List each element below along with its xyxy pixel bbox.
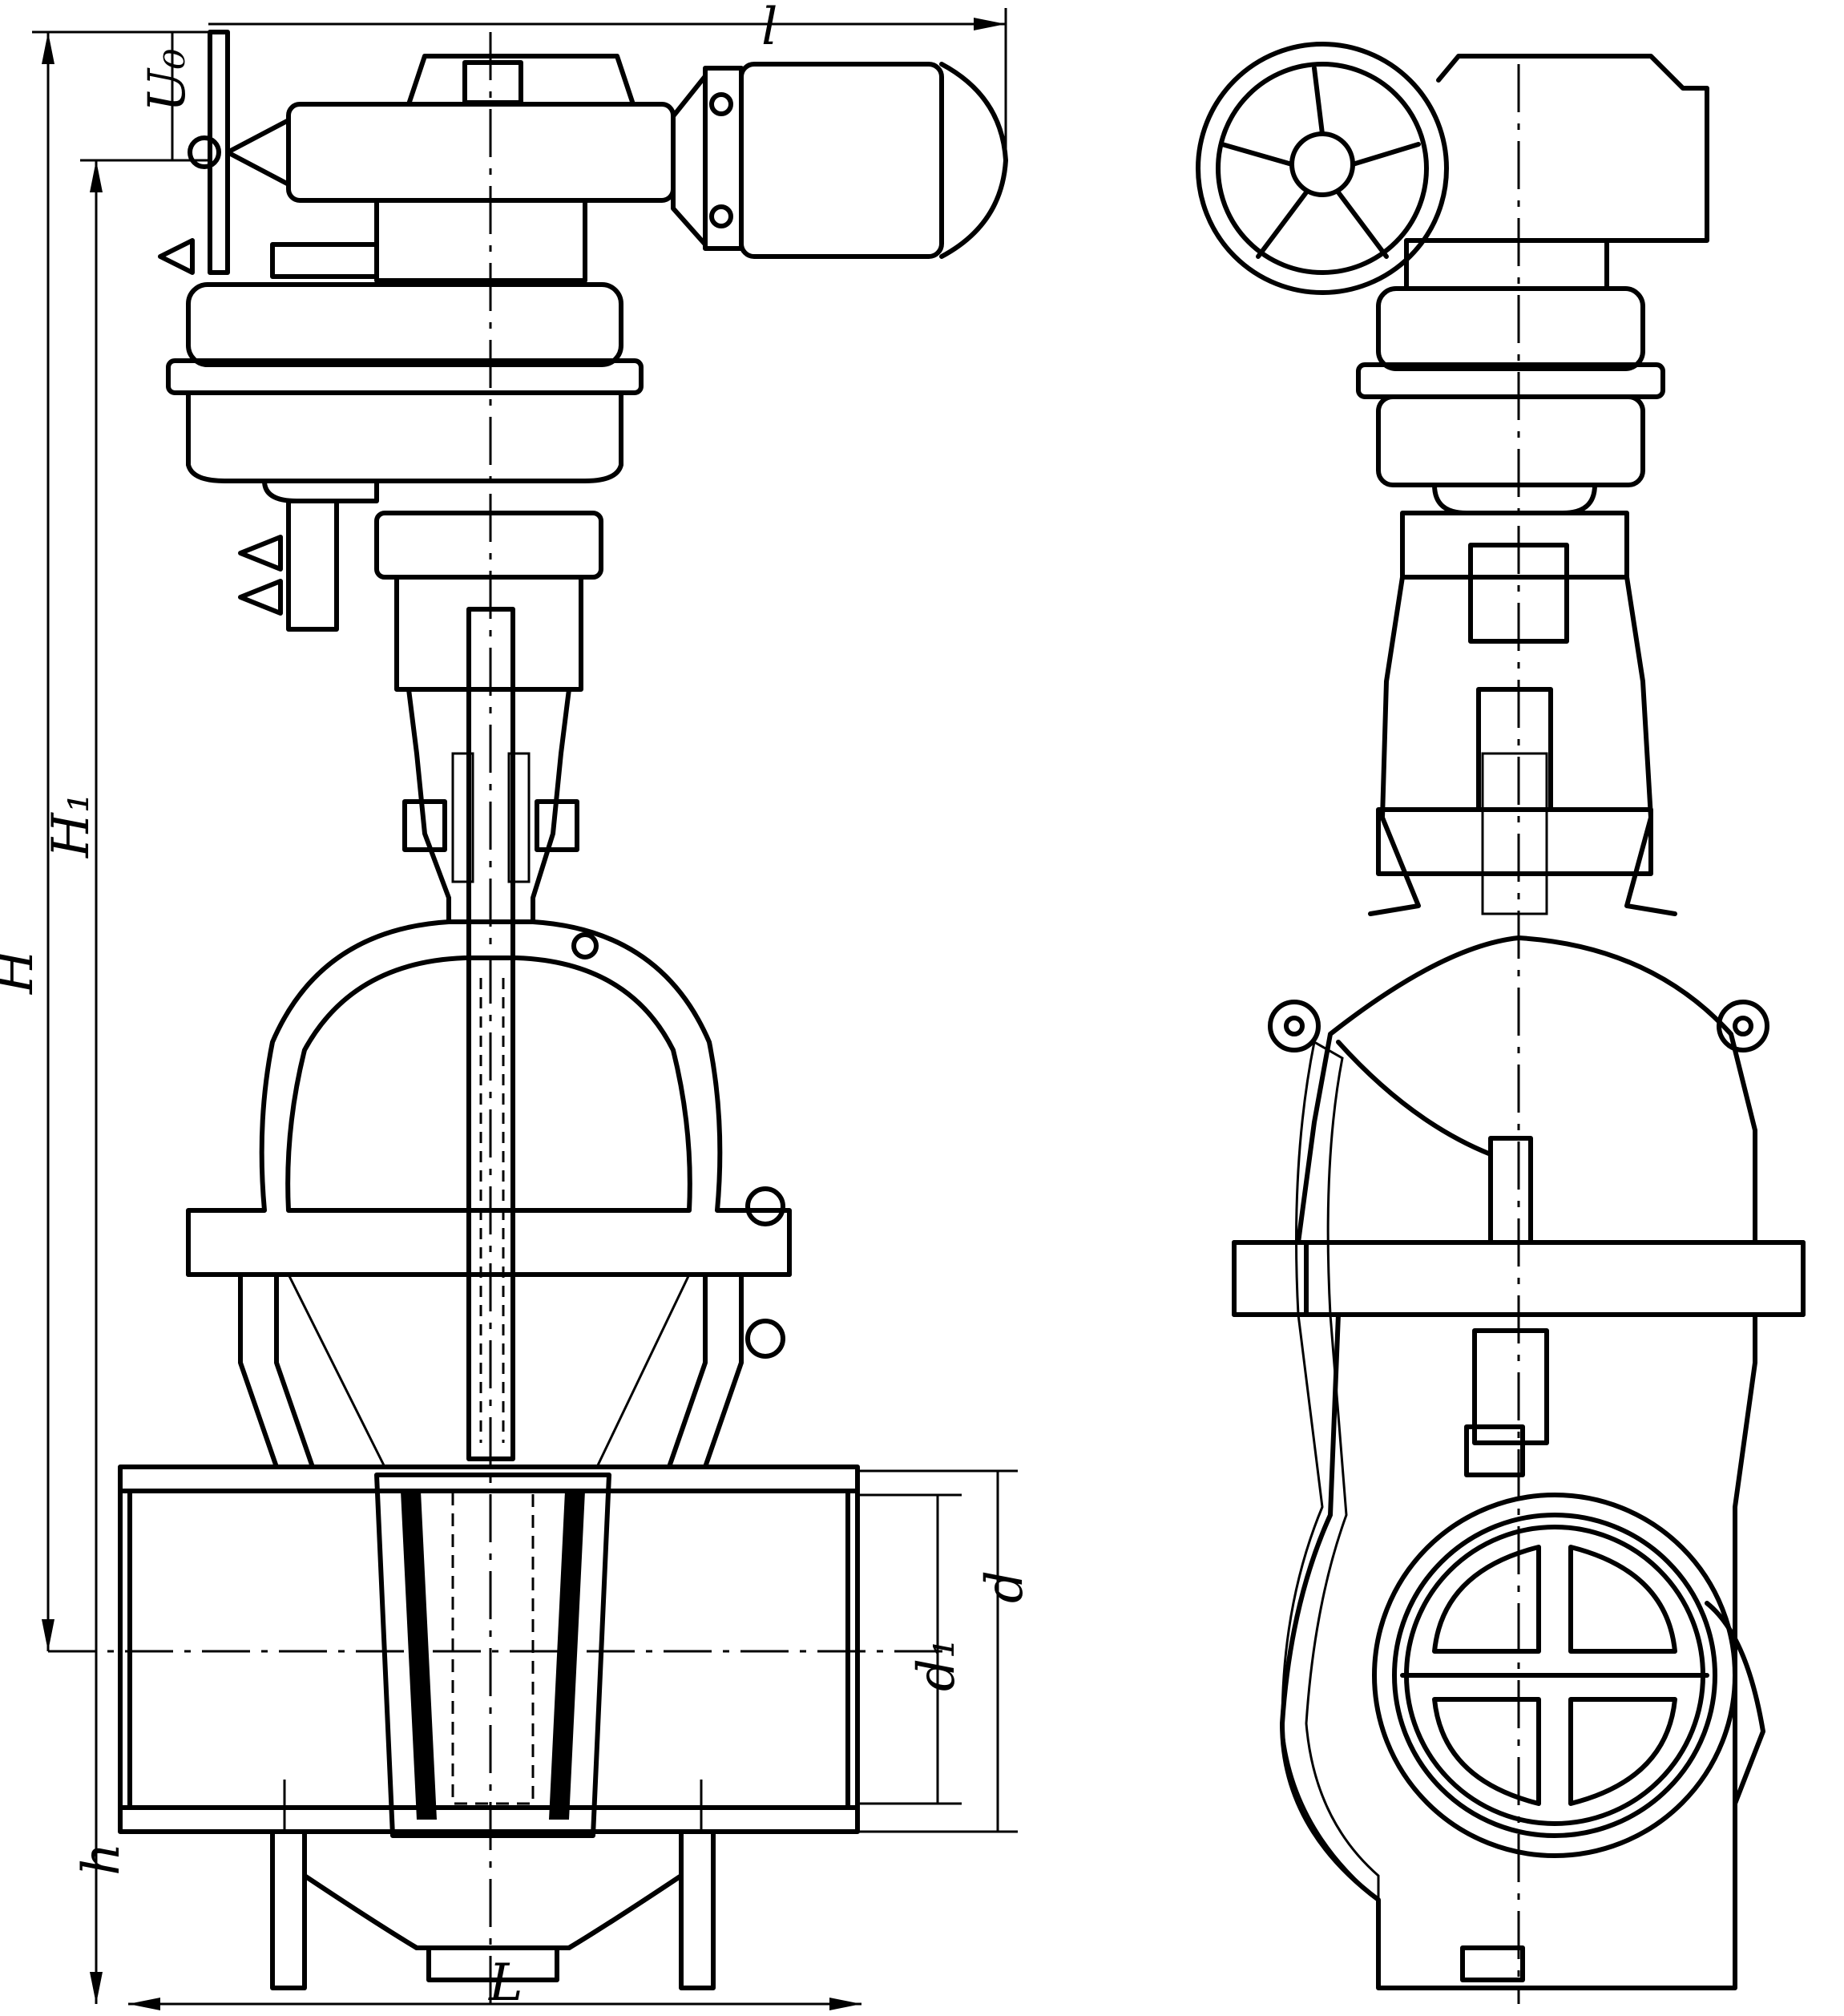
- bonnet: [186, 919, 792, 1469]
- side-view: [1196, 42, 1806, 2004]
- label-l: l: [761, 0, 777, 57]
- front-section-view: H H₁ h l L U₀ d d₁: [0, 0, 1035, 2013]
- handwheel-face: [1196, 42, 1449, 295]
- actuator-gearbox: [270, 54, 676, 283]
- dimension-labels: H H₁ h l L U₀ d d₁: [0, 0, 1035, 2013]
- valve-body: [48, 1465, 946, 1990]
- label-H1: H₁: [42, 793, 101, 859]
- label-U0: U₀: [138, 48, 197, 112]
- label-L: L: [488, 1953, 523, 2013]
- electric-motor: [671, 62, 1008, 259]
- label-d1: d₁: [907, 1638, 966, 1691]
- yoke: [394, 575, 583, 924]
- side-actuator: [1356, 54, 1709, 644]
- label-d: d: [975, 1570, 1035, 1603]
- side-body: [1232, 935, 1806, 1990]
- dimension-lines: [32, 8, 1018, 2010]
- side-yoke: [1368, 575, 1677, 916]
- label-H: H: [0, 948, 45, 995]
- label-h: h: [72, 1843, 131, 1876]
